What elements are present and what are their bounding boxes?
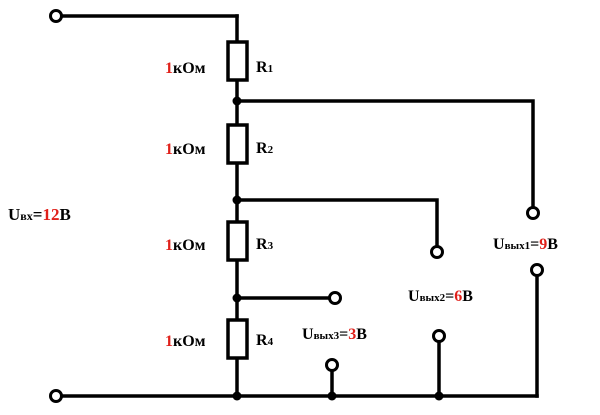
resistor-value-unit: кОм: [173, 237, 206, 254]
voltage-value: 12: [42, 205, 59, 224]
voltage-subscript: вых1: [505, 240, 531, 252]
resistor-designator: R4: [256, 332, 274, 349]
voltage-symbol: U: [493, 236, 505, 253]
voltage-equals: =: [33, 205, 43, 224]
voltage-value: 6: [454, 288, 462, 305]
junction-dot: [232, 96, 242, 106]
designator-letter: R: [256, 332, 268, 349]
resistor-value-number: 1: [165, 237, 173, 254]
voltage-subscript: вых2: [420, 292, 446, 304]
resistor-designator: R2: [256, 140, 274, 157]
voltage-unit: В: [462, 288, 473, 305]
junctions: [232, 96, 444, 401]
resistor-value-unit: кОм: [173, 333, 206, 350]
input-voltage-label: Uвх=12В: [8, 205, 71, 224]
resistors: [226, 40, 249, 360]
output-voltage-label-2: Uвых2=6В: [408, 288, 473, 305]
resistor-designator: R3: [256, 236, 274, 253]
terminal-out1-top: [526, 206, 540, 220]
resistor-value-unit: кОм: [173, 141, 206, 158]
voltage-symbol: U: [8, 205, 20, 224]
resistor-r1: [226, 40, 249, 82]
voltage-equals: =: [445, 288, 454, 305]
resistor-value-labels: 1кОм 1кОм 1кОм 1кОм: [165, 60, 206, 350]
wiring: [60, 14, 539, 398]
voltage-unit: В: [547, 236, 558, 253]
terminal-input-top: [49, 9, 63, 23]
voltage-equals: =: [339, 326, 348, 343]
terminal-out2-bottom: [432, 329, 446, 343]
voltage-labels: Uвх=12В Uвых1=9В Uвых2=6В Uвых3=3В: [8, 205, 558, 343]
resistor-value-label: 1кОм: [165, 141, 206, 158]
voltage-unit: В: [59, 205, 70, 224]
resistor-r3: [226, 220, 249, 262]
resistor-value-number: 1: [165, 60, 173, 77]
resistor-r4: [226, 318, 249, 360]
designator-index: 1: [268, 63, 274, 75]
resistor-r2: [226, 123, 249, 165]
voltage-subscript: вых3: [314, 330, 340, 342]
wire-tap-1: [235, 99, 535, 210]
designator-letter: R: [256, 59, 268, 76]
junction-dot: [232, 391, 242, 401]
voltage-symbol: U: [408, 288, 420, 305]
designator-index: 4: [268, 336, 274, 348]
resistor-designators: R1 R2 R3 R4: [256, 59, 274, 349]
resistor-value-unit: кОм: [173, 60, 206, 77]
terminal-out2-top: [430, 245, 444, 259]
voltage-unit: В: [356, 326, 367, 343]
voltage-subscript: вх: [20, 209, 32, 223]
terminal-out3-top: [328, 291, 342, 305]
designator-index: 2: [268, 144, 274, 156]
designator-index: 3: [268, 240, 274, 252]
resistor-value-label: 1кОм: [165, 237, 206, 254]
terminal-out3-bottom: [325, 358, 339, 372]
junction-dot: [327, 391, 337, 401]
wire-tap-2: [235, 198, 439, 249]
output-voltage-label-3: Uвых3=3В: [302, 326, 367, 343]
designator-letter: R: [256, 236, 268, 253]
voltage-equals: =: [530, 236, 539, 253]
voltage-value: 9: [539, 236, 547, 253]
resistor-value-number: 1: [165, 141, 173, 158]
terminals: [49, 9, 544, 403]
junction-dot: [434, 391, 444, 401]
resistor-value-number: 1: [165, 333, 173, 350]
resistor-designator: R1: [256, 59, 273, 76]
junction-dot: [232, 195, 242, 205]
junction-dot: [232, 293, 242, 303]
terminal-out1-bottom: [530, 263, 544, 277]
resistor-value-label: 1кОм: [165, 60, 206, 77]
terminal-input-bottom: [49, 389, 63, 403]
resistor-value-label: 1кОм: [165, 333, 206, 350]
voltage-value: 3: [348, 326, 356, 343]
designator-letter: R: [256, 140, 268, 157]
voltage-symbol: U: [302, 326, 314, 343]
output-voltage-label-1: Uвых1=9В: [493, 236, 558, 253]
